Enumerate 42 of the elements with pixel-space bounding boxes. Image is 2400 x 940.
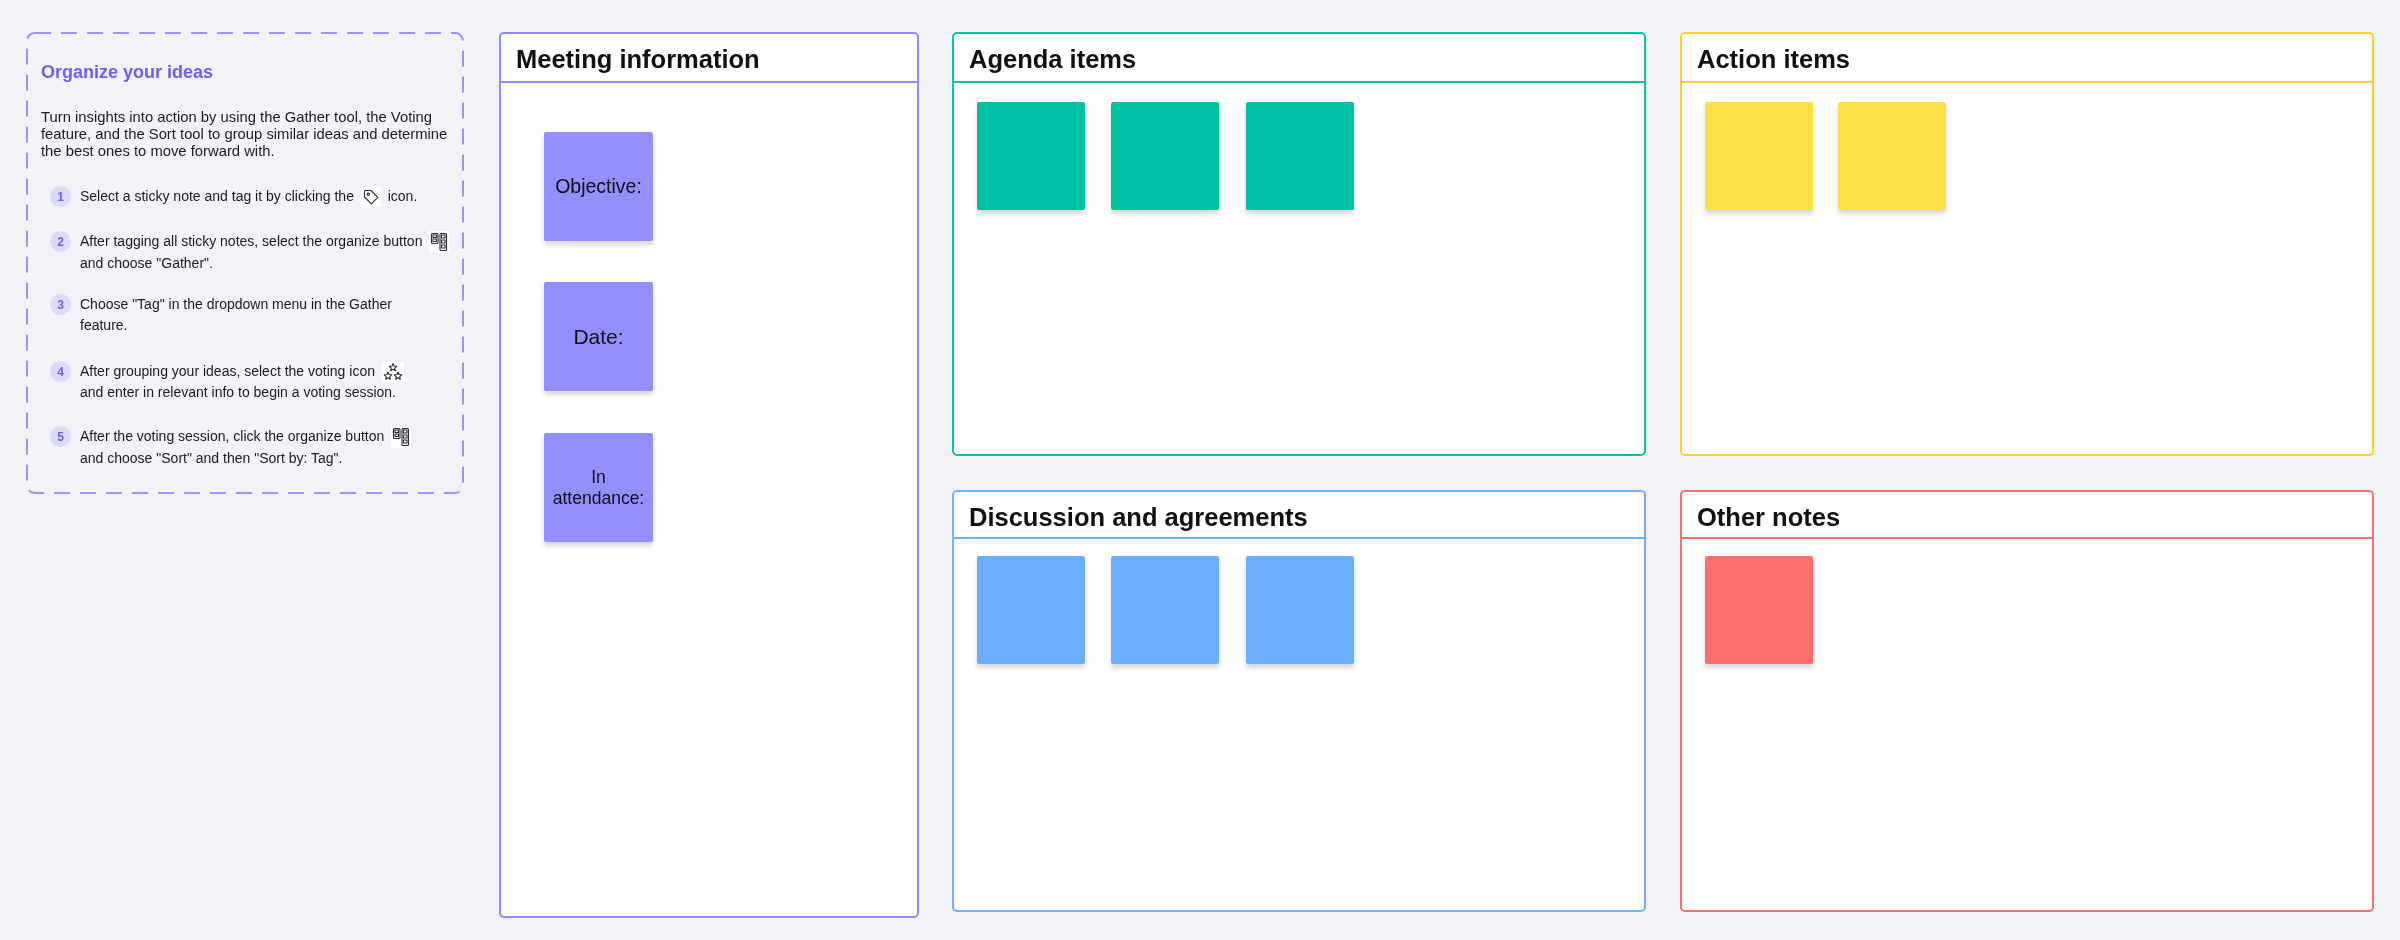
step-text: and choose "Gather". <box>80 254 214 274</box>
sticky-note <box>1705 556 1813 664</box>
step-text: and enter in relevant info to begin a voting session. <box>80 383 397 403</box>
sticky-note <box>544 132 653 241</box>
sticky-note-text: Objective: <box>555 174 642 199</box>
section-frame <box>1680 32 2374 456</box>
step-text: icon. <box>387 188 418 204</box>
section-frame <box>499 32 919 918</box>
sticky-note <box>1111 102 1219 210</box>
sticky-note <box>544 282 653 391</box>
sticky-note-text: In attendance: <box>551 466 646 509</box>
sticky-note <box>1838 102 1946 210</box>
step-text: and choose "Sort" and then "Sort by: Tag". <box>80 449 344 469</box>
step-number: 2 <box>50 231 71 252</box>
sticky-note <box>1246 102 1354 210</box>
frame-title: Discussion and agreements <box>969 503 1308 532</box>
step-number: 4 <box>50 361 71 382</box>
section-frame <box>952 32 1646 456</box>
section-frame <box>1680 490 2374 912</box>
frame-title: Action items <box>1697 45 1851 74</box>
step-text: After grouping your ideas, select the voting icon <box>80 363 375 379</box>
step-number: 1 <box>50 186 71 207</box>
sticky-note <box>1111 556 1219 664</box>
step-text: After tagging all sticky notes, select the organize button <box>80 233 423 249</box>
sticky-note <box>544 433 653 542</box>
step-text: After the voting session, click the organize button <box>80 428 385 444</box>
sticky-note-text: Date: <box>573 323 624 350</box>
sticky-note <box>977 556 1085 664</box>
frame-title: Meeting information <box>516 45 760 74</box>
intro-paragraph: Turn insights into action by using the Gather tool, the Voting feature, and the Sort tool to group similar ideas and determine the best ones to move forward with. <box>41 109 449 160</box>
step-number: 5 <box>50 426 71 447</box>
sticky-note <box>1705 102 1813 210</box>
step-text: Choose "Tag" in the dropdown menu in the Gather feature. <box>80 296 392 333</box>
sticky-note <box>1246 556 1354 664</box>
section-frame <box>952 490 1646 912</box>
frame-title: Agenda items <box>969 45 1137 74</box>
instruction-panel <box>26 32 464 494</box>
frame-title: Other notes <box>1697 503 1841 532</box>
sticky-note <box>977 102 1085 210</box>
panel-heading: Organize your ideas <box>41 62 214 83</box>
step-text: Select a sticky note and tag it by clicking the <box>80 188 354 204</box>
step-number: 3 <box>50 294 71 315</box>
